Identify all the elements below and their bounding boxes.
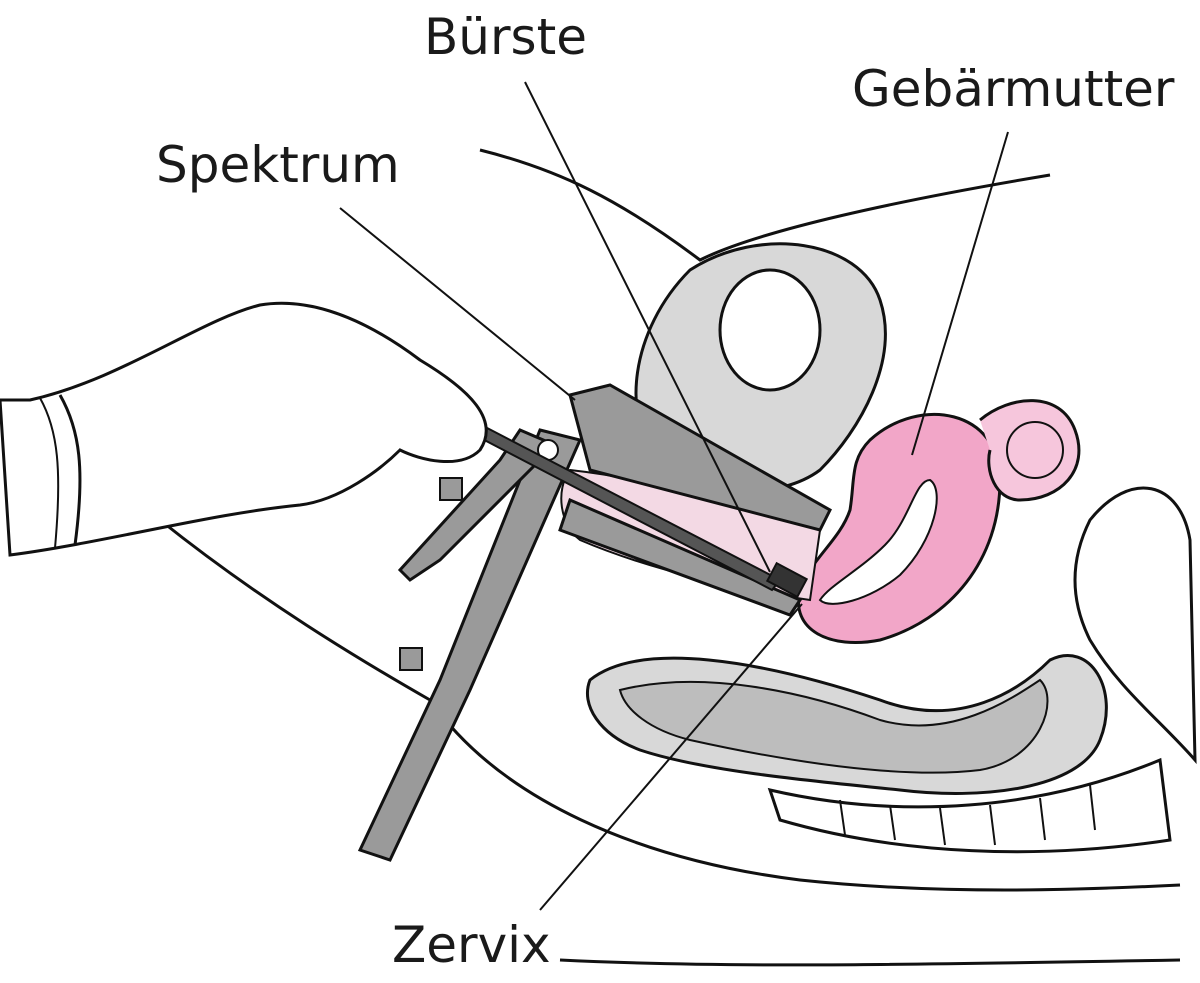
speculum-screw-lower xyxy=(399,647,423,671)
speculum-upper-blade xyxy=(568,383,832,532)
leader-cervix xyxy=(539,603,803,911)
brush-head xyxy=(765,561,809,599)
uterus-cavity xyxy=(818,478,938,605)
speculum-handle xyxy=(357,428,583,862)
glove-cuff-inner xyxy=(39,397,60,549)
label-brush: Bürste xyxy=(424,8,587,66)
leader-speculum xyxy=(339,207,576,401)
bladder-inner xyxy=(718,268,822,392)
glove-cuff xyxy=(58,394,82,546)
label-uterus: Gebärmutter xyxy=(852,60,1175,118)
thigh-outline xyxy=(159,518,431,702)
speculum-screw-upper xyxy=(439,477,463,501)
speculum-lower-blade xyxy=(558,497,803,617)
label-cervix: Zervix xyxy=(392,916,551,974)
label-speculum: Spektrum xyxy=(156,136,400,194)
rectum-inner xyxy=(618,678,1049,774)
sacrum xyxy=(767,757,1172,854)
intestines xyxy=(1073,486,1197,765)
leader-brush xyxy=(524,81,771,573)
body-outline-bottom xyxy=(559,958,1181,967)
vertebrae-lines xyxy=(839,784,1096,846)
leader-uterus xyxy=(911,131,1009,456)
ovary xyxy=(1006,421,1064,479)
body-outline-upper xyxy=(479,148,1051,262)
gloved-hand xyxy=(0,301,488,557)
body-outline-lower xyxy=(428,699,1181,892)
